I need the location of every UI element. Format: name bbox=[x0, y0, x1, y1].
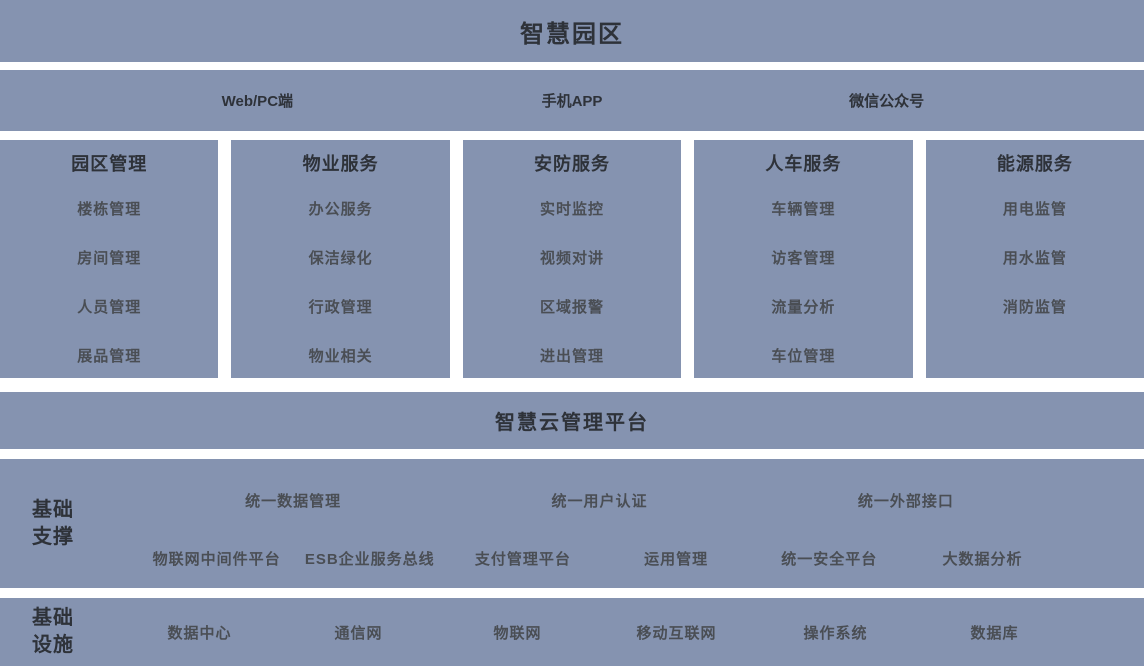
infrastructure-item: 数据库 bbox=[970, 624, 1019, 642]
column-title: 能源服务 bbox=[996, 154, 1073, 174]
channel-web-pc: Web/PC端 bbox=[221, 93, 294, 110]
support-row-1: 统一数据管理 统一用户认证 统一外部接口 bbox=[140, 466, 1059, 536]
access-channels-band: Web/PC端 手机APP 微信公众号 bbox=[0, 70, 1144, 131]
service-column-park-management: 园区管理 楼栋管理 房间管理 人员管理 展品管理 bbox=[0, 140, 219, 378]
service-item: 保洁绿化 bbox=[308, 250, 373, 267]
service-item: 用水监管 bbox=[1002, 250, 1067, 267]
service-item: 楼栋管理 bbox=[77, 201, 142, 218]
service-column-property-services: 物业服务 办公服务 保洁绿化 行政管理 物业相关 bbox=[231, 140, 450, 378]
service-item: 访客管理 bbox=[771, 250, 836, 267]
service-item: 车辆管理 bbox=[771, 201, 836, 218]
service-item: 房间管理 bbox=[77, 250, 142, 267]
page-title: 智慧园区 bbox=[520, 20, 624, 48]
column-title: 人车服务 bbox=[765, 154, 842, 174]
service-item: 展品管理 bbox=[77, 348, 142, 365]
service-column-security-services: 安防服务 实时监控 视频对讲 区域报警 进出管理 bbox=[462, 140, 682, 378]
service-item: 视频对讲 bbox=[540, 250, 605, 267]
infrastructure-item: 移动互联网 bbox=[636, 624, 717, 642]
support-row-2: 物联网中间件平台 ESB企业服务总线 支付管理平台 运用管理 统一安全平台 大数… bbox=[140, 536, 1059, 582]
column-title: 安防服务 bbox=[534, 154, 611, 174]
channel-wechat-official: 微信公众号 bbox=[849, 93, 925, 110]
cloud-platform-title: 智慧云管理平台 bbox=[495, 412, 649, 434]
support-item: 统一外部接口 bbox=[857, 493, 954, 510]
infrastructure-item: 物联网 bbox=[493, 624, 542, 642]
service-item: 用电监管 bbox=[1002, 201, 1067, 218]
infrastructure-band: 基础 设施 数据中心 通信网 物联网 移动互联网 操作系统 数据库 bbox=[0, 598, 1144, 666]
basic-support-band: 基础 支撑 统一数据管理 统一用户认证 统一外部接口 物联网中间件平台 ESB企… bbox=[0, 459, 1144, 588]
service-item: 消防监管 bbox=[1002, 299, 1067, 316]
support-item: 统一用户认证 bbox=[551, 493, 648, 510]
service-item: 实时监控 bbox=[540, 201, 605, 218]
basic-support-rows: 统一数据管理 统一用户认证 统一外部接口 物联网中间件平台 ESB企业服务总线 … bbox=[140, 459, 1059, 588]
service-column-people-vehicle-services: 人车服务 车辆管理 访客管理 流量分析 车位管理 bbox=[694, 140, 913, 378]
service-item: 流量分析 bbox=[771, 299, 836, 316]
support-item: 物联网中间件平台 bbox=[152, 551, 281, 568]
support-item: 运用管理 bbox=[644, 551, 709, 568]
infrastructure-item: 数据中心 bbox=[167, 624, 232, 642]
support-item: 统一安全平台 bbox=[781, 551, 878, 568]
column-title: 物业服务 bbox=[302, 154, 379, 174]
service-item: 办公服务 bbox=[308, 201, 373, 218]
support-item: 支付管理平台 bbox=[474, 551, 571, 568]
infrastructure-item: 通信网 bbox=[334, 624, 383, 642]
service-columns: 园区管理 楼栋管理 房间管理 人员管理 展品管理 物业服务 办公服务 保洁绿化 … bbox=[0, 140, 1144, 378]
infrastructure-row: 数据中心 通信网 物联网 移动互联网 操作系统 数据库 bbox=[120, 598, 1074, 666]
column-title: 园区管理 bbox=[71, 154, 148, 174]
service-item: 区域报警 bbox=[540, 299, 605, 316]
basic-support-label: 基础 支撑 bbox=[32, 498, 74, 548]
service-item: 物业相关 bbox=[308, 348, 373, 365]
cloud-platform-band: 智慧云管理平台 bbox=[0, 392, 1144, 449]
service-item: 行政管理 bbox=[308, 299, 373, 316]
support-item: 统一数据管理 bbox=[245, 493, 342, 510]
service-item: 进出管理 bbox=[540, 348, 605, 365]
support-item: ESB企业服务总线 bbox=[304, 551, 435, 568]
support-item: 大数据分析 bbox=[942, 551, 1023, 568]
service-item: 人员管理 bbox=[77, 299, 142, 316]
service-column-energy-services: 能源服务 用电监管 用水监管 消防监管 bbox=[925, 140, 1144, 378]
infrastructure-label: 基础 设施 bbox=[32, 607, 74, 656]
infrastructure-item: 操作系统 bbox=[803, 624, 868, 642]
channel-mobile-app: 手机APP bbox=[541, 93, 603, 110]
service-item: 车位管理 bbox=[771, 348, 836, 365]
title-band: 智慧园区 bbox=[0, 0, 1144, 62]
